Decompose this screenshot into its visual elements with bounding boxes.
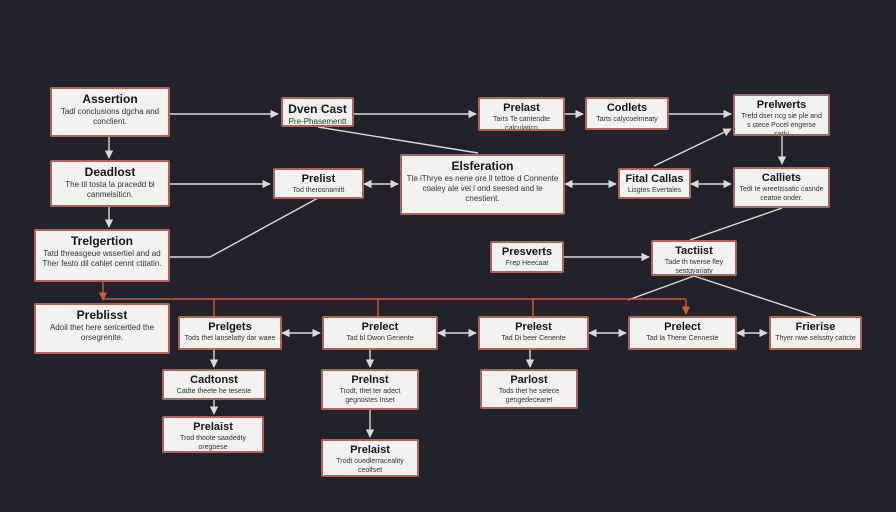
node-body: Tatd threasgeue wssertiel and ad Ther fe…	[42, 249, 162, 268]
connector	[689, 207, 783, 241]
node-title: Parlost	[510, 374, 548, 386]
node-body: Tade th twerse fley sestgyanaty	[664, 259, 724, 275]
node-body: Adoil thet here sericertled the orsegren…	[49, 323, 155, 342]
connector	[317, 126, 479, 154]
connector	[627, 275, 695, 301]
node-title: Dven Cast	[288, 102, 347, 116]
node-title: Cadtonst	[190, 374, 238, 386]
node-title: Prelnst	[351, 374, 389, 386]
connector	[209, 197, 319, 258]
node-body: Tods thet he selece gengedecearet	[498, 388, 560, 404]
node-body: Trodt ouedlerraceality ceolfset	[336, 458, 404, 474]
node-title: Calliets	[761, 172, 802, 184]
node-body: Tle iThrye es nene ore ll tettoe d Conne…	[406, 174, 559, 203]
node-body: Cadte theete he teseste	[176, 388, 252, 395]
node-title: Prelest	[515, 321, 552, 333]
node-title: Preblisst	[76, 308, 128, 322]
node-title: Elsferation	[451, 159, 514, 173]
node-body: Frep Heecaat	[505, 260, 549, 267]
node-body: The til tosta la pracedd bl canmelsiticn…	[65, 180, 155, 199]
node-body: Tadl conclusions dgcha and conclient.	[60, 107, 160, 126]
node-body: Trodt, thet ter adect gegnostes Inset	[339, 388, 401, 404]
connector	[653, 128, 732, 167]
node-title: Presverts	[501, 246, 553, 258]
node-title: Deadlost	[84, 165, 136, 179]
node-title: Codlets	[606, 102, 648, 114]
node-body: Trefd dser ncg sie ple and s stece Pocel…	[741, 113, 822, 136]
node-body: Tod therosnamitt	[292, 187, 345, 194]
node-title: Prelgets	[208, 321, 252, 333]
node-title: Prelaist	[350, 444, 390, 456]
connector	[693, 275, 817, 317]
node-title: Prelect	[664, 321, 701, 333]
node-body: Tarts calycoelmeaty	[596, 116, 658, 123]
node-title: Prelaist	[193, 421, 233, 433]
node-title: Assertion	[82, 92, 138, 106]
node-title: Trelgertion	[70, 234, 133, 248]
node-body: Tedt te wreetissatic casnde ceatoe onder…	[739, 186, 824, 202]
node-body: Lisgtes Evertales	[627, 187, 682, 194]
node-body: Tad bl Dwon Genente	[346, 335, 414, 342]
node-body: Trod thoote saadedty oregoese	[180, 435, 246, 451]
node-body: Tarts Te cantendte calculaticn	[492, 116, 551, 131]
node-title: Prelect	[361, 321, 399, 333]
node-title: Prelist	[301, 173, 336, 185]
node-body: Tad Di beer Cenente	[501, 335, 566, 342]
node-title: Frierise	[795, 321, 836, 333]
node-body: Tods thet lanselatty dar waee	[184, 335, 276, 342]
node-body: Thyer nwe selsstty cattcte	[775, 335, 856, 342]
node-body: Tad la Thene Cenneste	[646, 335, 719, 342]
node-title: Prelast	[503, 102, 540, 114]
node-body: Pre-Phasementt	[288, 117, 347, 126]
node-title: Prelwerts	[756, 99, 807, 111]
node-title: Tactiist	[675, 245, 713, 257]
node-title: Fital Callas	[625, 173, 684, 185]
